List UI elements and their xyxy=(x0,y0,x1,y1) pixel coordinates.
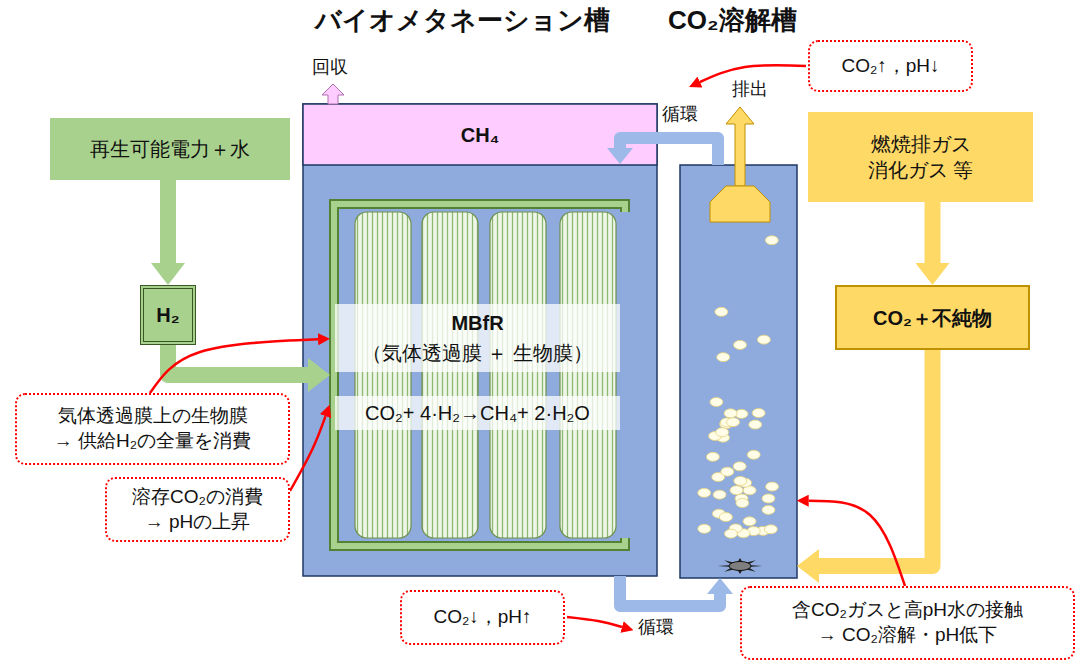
callout-note: CO₂↓，pH↑ xyxy=(400,590,565,645)
membrane-reactor: MBfR（気体透過膜 ＋ 生物膜） CO₂+ 4·H₂→CH₄+ 2·H₂O xyxy=(330,200,625,550)
gas-bubble xyxy=(721,467,734,476)
methane-headspace: CH₄ xyxy=(303,104,657,165)
recovery-arrow xyxy=(322,84,344,104)
biomethanation-tank: バイオメタネーション槽CH₄MBfR（気体透過膜 ＋ 生物膜）CO₂+ 4·H₂… xyxy=(303,104,657,576)
gas-bubble xyxy=(765,236,778,245)
callout-note: 含CO₂ガスと高pH水の接触 → CO₂溶解・pH低下 xyxy=(740,586,1075,660)
dissolution-tank: CO₂溶解槽 xyxy=(680,165,797,578)
gas-bubble xyxy=(717,353,730,362)
gas-bubble xyxy=(730,486,743,495)
gas-source-box: 燃焼排ガス 消化ガス 等 xyxy=(808,112,1033,202)
gas-bubble xyxy=(757,335,770,344)
callout-text: 気体透過膜上の生物膜 → 供給H₂の全量を消費 xyxy=(49,404,256,453)
gas-bubble xyxy=(716,428,729,437)
gas-bubble xyxy=(734,476,747,485)
gas-bubble xyxy=(719,513,732,522)
node-text: CO₂+ 4·H₂→CH₄+ 2·H₂O xyxy=(335,396,620,430)
node-text: CO₂＋不純物 xyxy=(873,305,992,331)
tank-heading: CO₂溶解槽 xyxy=(668,4,797,38)
gas-bubble xyxy=(724,409,737,418)
source-box: 再生可能電力＋水 xyxy=(50,118,290,180)
gas-bubble xyxy=(733,462,746,471)
exhaust-arrow xyxy=(726,107,754,186)
flow-label: 回収 xyxy=(310,57,350,79)
flow-arrow xyxy=(819,350,933,566)
callout-arrow xyxy=(150,339,318,393)
gas-bubble xyxy=(764,525,777,534)
hydrogen-box: H₂ xyxy=(140,285,196,345)
gas-bubble xyxy=(698,524,711,533)
callout-arrow xyxy=(290,416,326,491)
co2-box: CO₂＋不純物 xyxy=(835,285,1030,350)
leader-arrow xyxy=(567,617,622,627)
gas-bubble xyxy=(727,418,740,427)
callout-text: CO₂↓，pH↑ xyxy=(433,605,531,630)
gas-bubble xyxy=(736,499,749,508)
membrane-module xyxy=(422,212,478,538)
node-text: 再生可能電力＋水 xyxy=(90,136,250,162)
gas-bubble xyxy=(724,529,737,538)
membrane-module xyxy=(490,212,546,538)
node-text: CH₄ xyxy=(461,122,499,148)
circulation-pipe xyxy=(620,138,718,165)
gas-hood xyxy=(710,186,770,222)
flow-arrow xyxy=(925,202,941,263)
flow-arrow xyxy=(160,180,176,263)
callout-text: 含CO₂ガスと高pH水の接触 → CO₂溶解・pH低下 xyxy=(786,598,1029,647)
callout-text: 溶存CO₂の消費 → pHの上昇 xyxy=(127,485,268,534)
tank-body xyxy=(303,104,657,576)
gas-bubble xyxy=(710,398,723,407)
gas-bubble xyxy=(762,505,775,514)
circulation-pipe xyxy=(620,576,720,606)
sparger-burst xyxy=(718,558,763,574)
node-text: MBfR xyxy=(335,304,620,338)
callout-note: CO₂↑，pH↓ xyxy=(808,40,973,92)
gas-bubble xyxy=(749,420,762,429)
gas-bubble xyxy=(752,409,765,418)
tank-body xyxy=(680,165,797,578)
tank-heading: バイオメタネーション槽 xyxy=(315,4,610,38)
callout-note: 溶存CO₂の消費 → pHの上昇 xyxy=(105,477,290,542)
reactor-frame xyxy=(334,204,625,546)
flow-arrow xyxy=(168,345,308,375)
node-text: （気体透過膜 ＋ 生物膜） xyxy=(335,338,620,372)
node-text: H₂ xyxy=(156,302,179,328)
flow-label: 循環 xyxy=(636,617,676,639)
gas-bubble xyxy=(762,494,775,503)
flow-label: 循環 xyxy=(660,104,700,126)
sparger xyxy=(729,562,751,571)
gas-bubble xyxy=(713,490,726,499)
gas-bubble xyxy=(698,488,711,497)
gas-bubble xyxy=(734,340,747,349)
reactor-frame xyxy=(334,204,625,546)
node-text: 燃焼排ガス 消化ガス 等 xyxy=(865,131,977,183)
flow-label: 排出 xyxy=(730,79,770,101)
callout-arrow xyxy=(809,501,905,586)
gas-bubble xyxy=(766,482,779,491)
membrane-module xyxy=(355,212,411,538)
callout-text: CO₂↑，pH↓ xyxy=(841,54,939,79)
gas-headspace xyxy=(303,104,657,165)
gas-bubble xyxy=(743,517,756,526)
membrane-module xyxy=(560,212,616,538)
gas-bubble xyxy=(706,452,719,461)
callout-note: 気体透過膜上の生物膜 → 供給H₂の全量を消費 xyxy=(15,393,290,465)
gas-bubble xyxy=(747,450,760,459)
gas-bubble xyxy=(715,307,728,316)
